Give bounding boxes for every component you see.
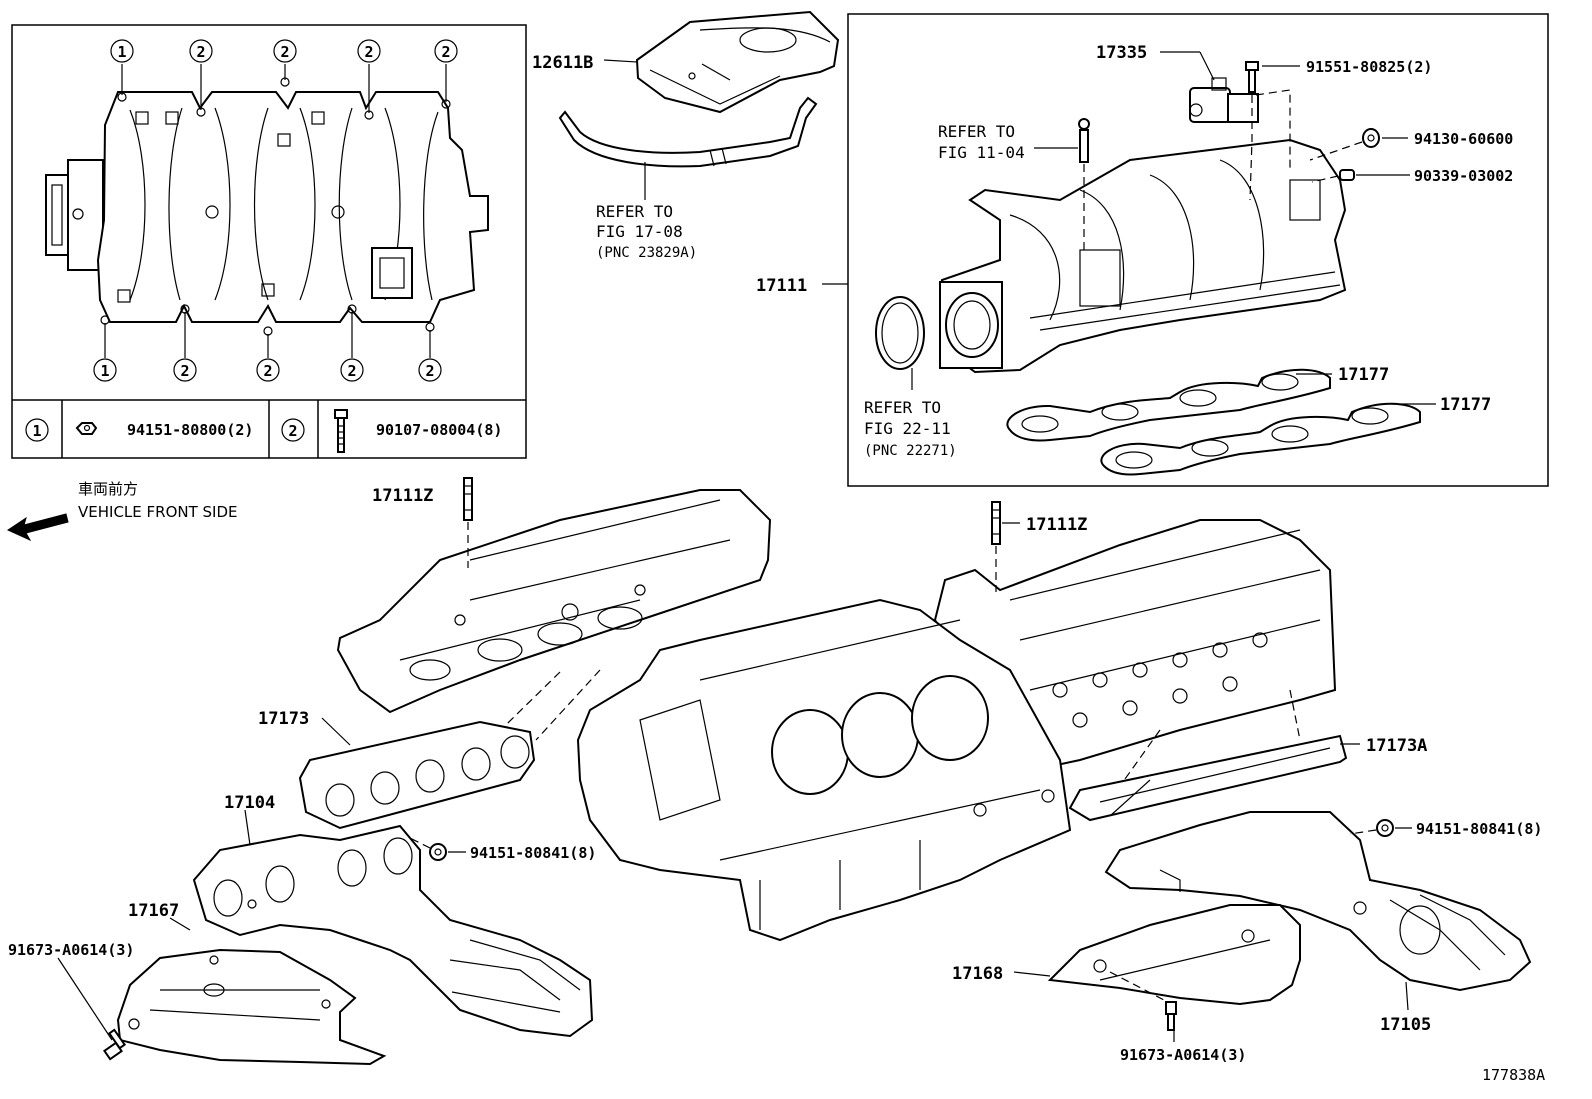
refer-to-text: REFER TO [596,202,673,221]
arrow-left-icon [6,513,69,542]
bolt-callouts-top: 1 2 2 2 2 [110,39,458,120]
part-label-17111Z: 17111Z [1026,515,1087,535]
legend-part-number: 94151-80800(2) [127,421,253,439]
stud-17111Z-left [463,477,473,521]
bolt-91673-left [103,1028,127,1061]
part-label-12611B: 12611B [532,53,593,73]
bolt-91551 [1245,61,1259,93]
circle-label: 2 [196,43,205,61]
vent-hose [558,96,818,168]
part-label-17111: 17111 [756,276,807,296]
stud-17111Z-right [991,501,1001,545]
legend-key: 2 [288,422,297,440]
manifold-bolt-inset: 1 2 2 2 2 1 2 2 2 2 [11,24,527,459]
circle-label: 2 [280,43,289,61]
circle-label: 2 [364,43,373,61]
engine-cover-group: 12611B REFER TO FIG 17-08 (PNC 23829A) [532,10,840,261]
part-label-17335: 17335 [1096,43,1147,63]
part-label-90339: 90339-03002 [1414,167,1513,185]
pin-90339 [1339,169,1355,181]
part-label-91551: 91551-80825(2) [1306,58,1432,76]
circle-label: 2 [425,362,434,380]
circle-label: 1 [117,43,126,61]
exhaust-manifold-17105 [1104,811,1532,992]
bolt-callouts-bottom: 1 2 2 2 2 [93,304,442,382]
direction-caption-jp: 車両前方 [78,480,138,498]
exhaust-manifold-17104 [192,824,594,1038]
legend-key: 1 [32,422,41,440]
bolt-icon [334,409,348,453]
part-label-17168: 17168 [952,964,1003,984]
nut-94130 [1362,128,1380,148]
refer-pnc-text: (PNC 22271) [864,443,957,459]
intake-gasket-upper [1006,368,1331,442]
nut-94151-left [429,843,447,861]
part-label-91673: 91673-A0614(3) [8,941,134,959]
intake-manifold-17111 [938,138,1347,374]
part-label-17111Z: 17111Z [372,486,433,506]
part-label-17104: 17104 [224,793,275,813]
circle-label: 2 [180,362,189,380]
part-label-94130: 94130-60600 [1414,130,1513,148]
bolt-91673-right [1165,1001,1177,1031]
circle-label: 1 [100,362,109,380]
bolt-legend: 1 94151-80800(2) 2 90107-08004(8) [25,409,502,453]
refer-to-text: REFER TO [938,122,1015,141]
manifold-top-view [45,91,489,323]
part-label-94151: 94151-80841(8) [1416,820,1542,838]
engine-block [576,598,1072,942]
refer-fig-text: FIG 22-11 [864,419,951,438]
circle-label: 2 [347,362,356,380]
legend-part-number: 90107-08004(8) [376,421,502,439]
circle-label: 2 [441,43,450,61]
intake-gasket-lower [1100,402,1421,476]
figure-id: 177838A [1482,1066,1545,1084]
part-label-17167: 17167 [128,901,179,921]
part-label-17173A: 17173A [1366,736,1427,756]
exhaust-gasket-17173 [298,720,536,830]
engine-cover-12611B [635,10,840,114]
refer-fig-text: FIG 11-04 [938,143,1025,162]
part-label-94151: 94151-80841(8) [470,844,596,862]
left-cylinder-head [336,489,772,714]
nut-94151-right [1376,819,1394,837]
sensor-17335 [1189,77,1259,123]
part-label-17177: 17177 [1440,395,1491,415]
refer-pnc-text: (PNC 23829A) [596,245,697,261]
intake-manifold-inset: REFER TO FIG 22-11 (PNC 22271) 17111 173… [756,13,1549,487]
heat-insulator-17167 [116,948,387,1066]
part-label-17105: 17105 [1380,1015,1431,1035]
refer-to-text: REFER TO [864,398,941,417]
throttle-gasket [875,296,925,370]
part-label-17177: 17177 [1338,365,1389,385]
part-label-17173: 17173 [258,709,309,729]
heat-insulator-17168 [1047,904,1301,1006]
exhaust-gasket-17173A [1068,734,1348,822]
refer-fig-text: FIG 17-08 [596,222,683,241]
stud-bolt [1078,118,1090,163]
part-label-91673: 91673-A0614(3) [1120,1046,1246,1064]
direction-caption-en: VEHICLE FRONT SIDE [78,503,238,521]
circle-label: 2 [263,362,272,380]
nut-icon [75,422,98,435]
vehicle-front-indicator: 車両前方 VEHICLE FRONT SIDE [6,480,238,542]
